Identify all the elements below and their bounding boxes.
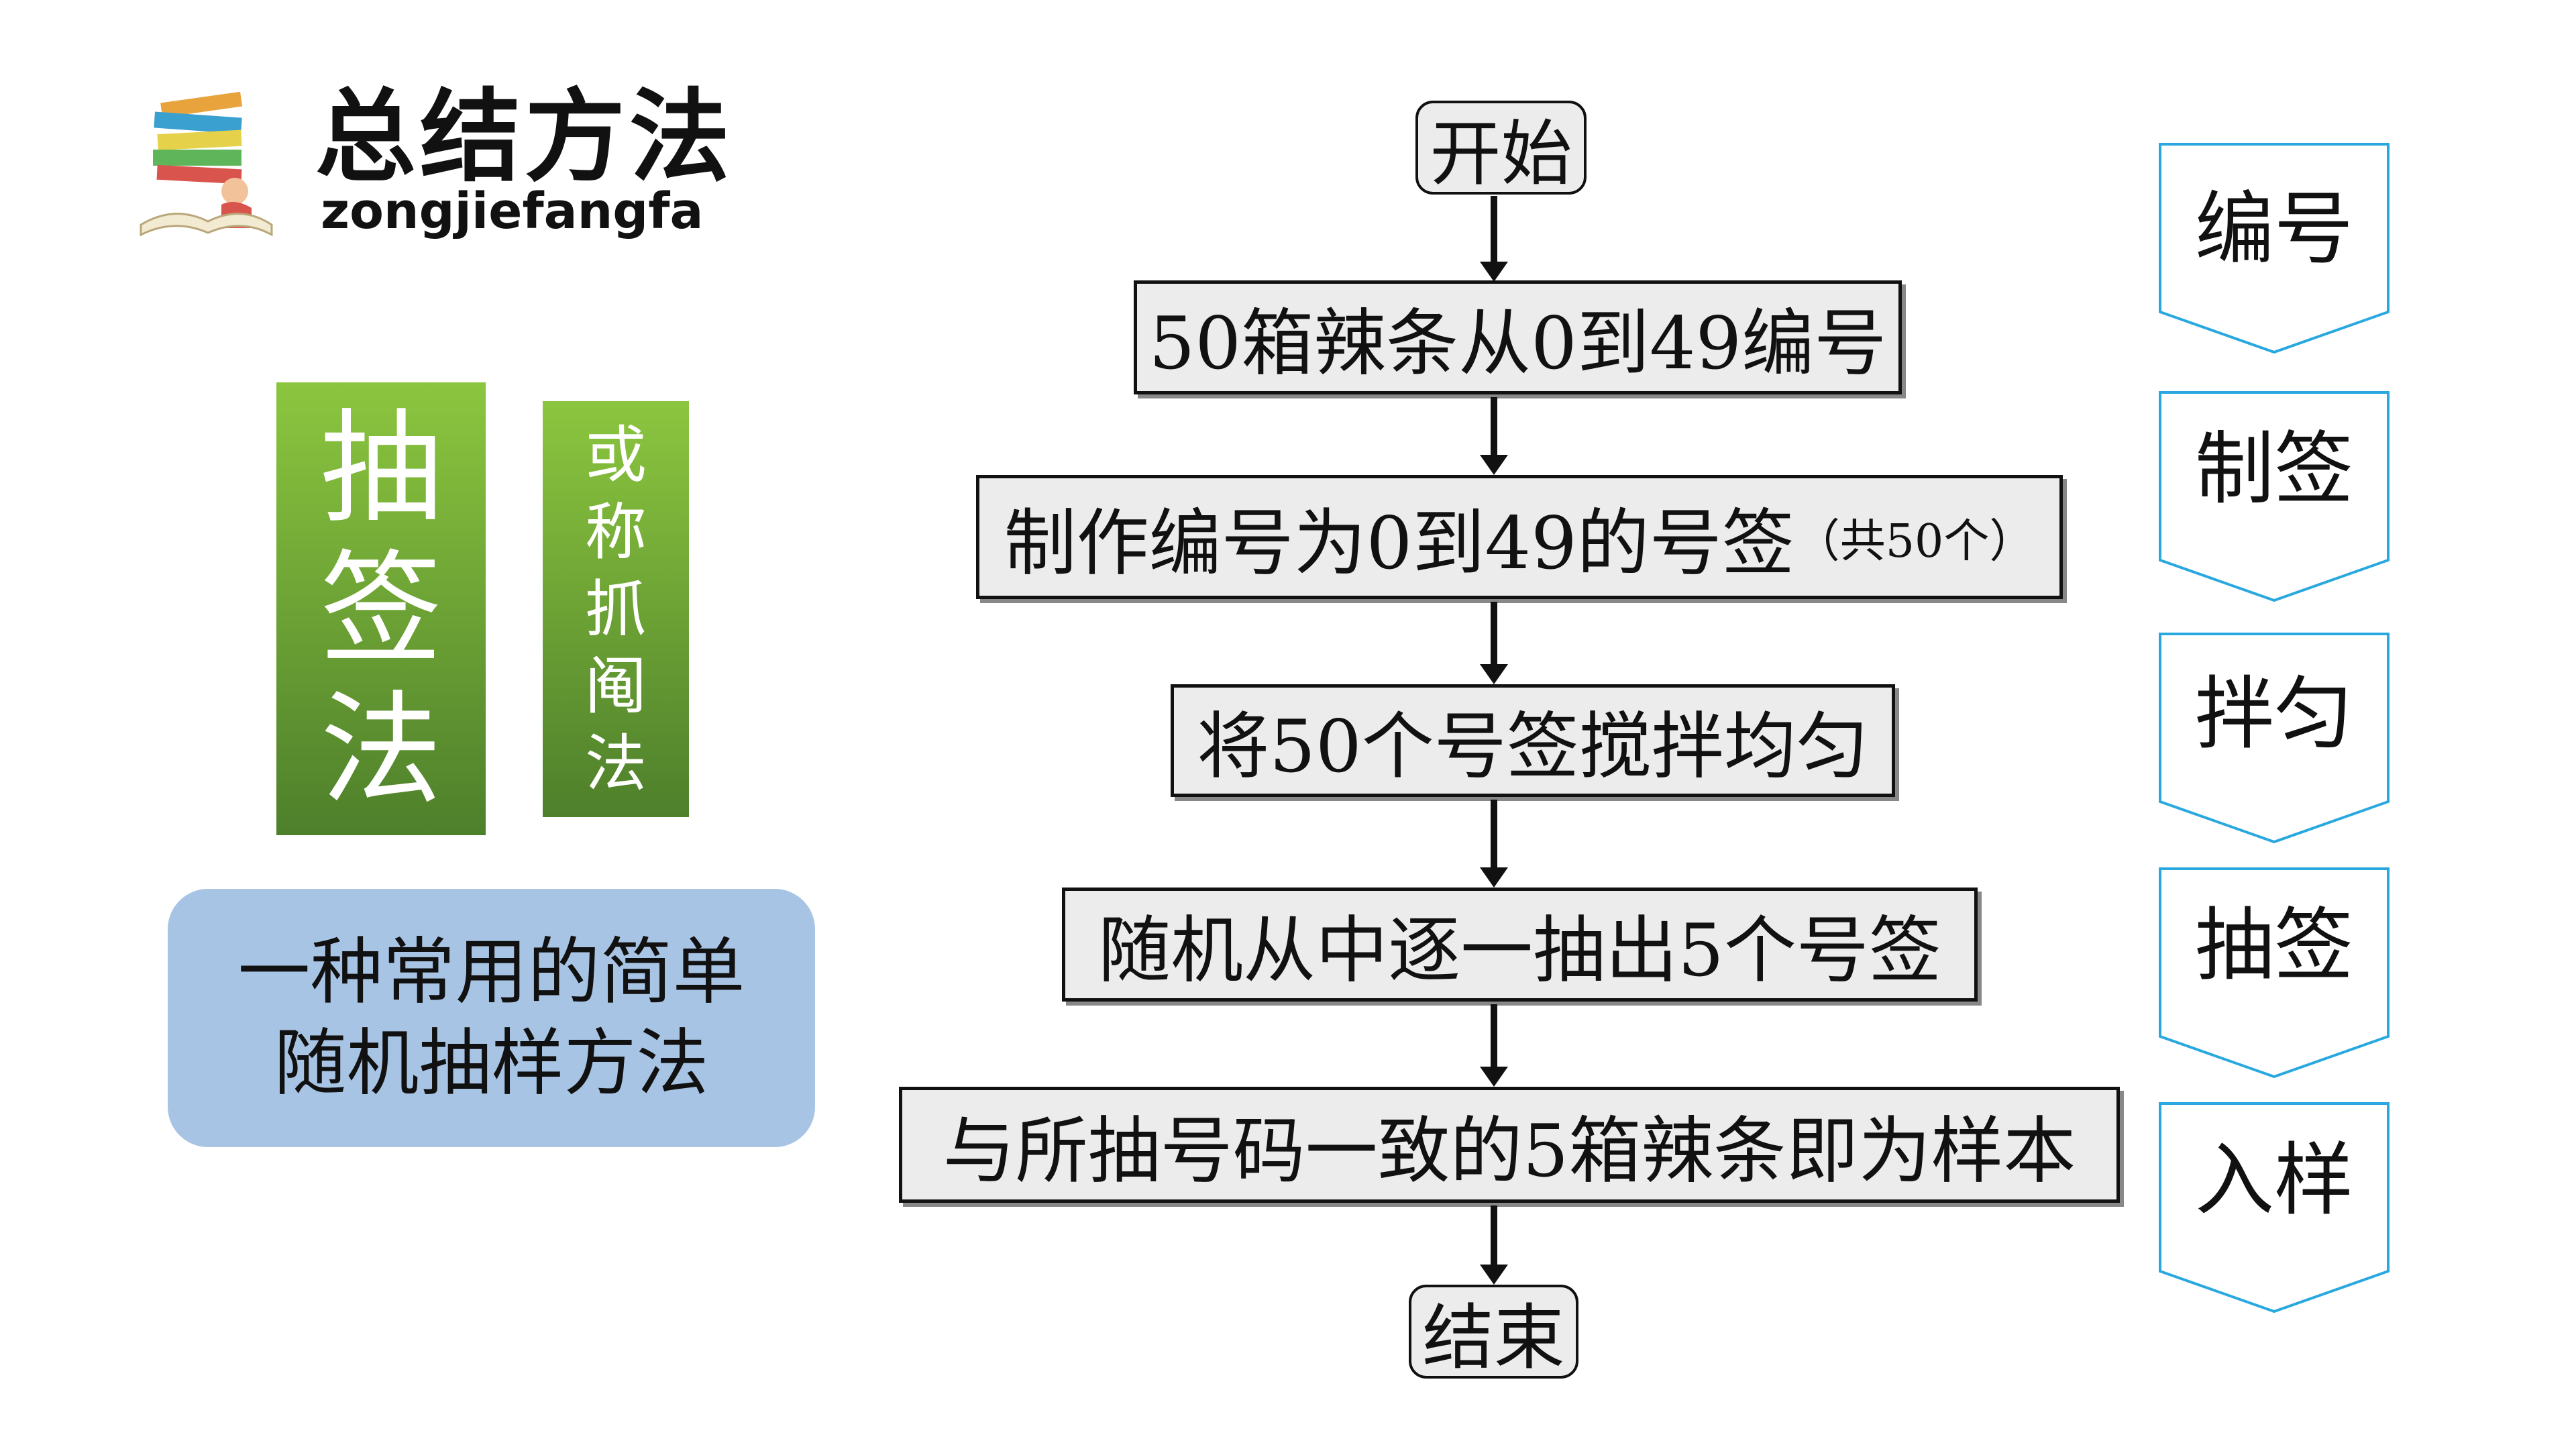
step-tag-3: 拌匀 bbox=[2194, 667, 2353, 760]
arrow-head bbox=[1480, 262, 1508, 282]
step-tag-shape bbox=[2159, 143, 2390, 354]
alt-name-char: 阄 bbox=[584, 650, 647, 722]
description-line: 随机抽样方法 bbox=[274, 1021, 709, 1106]
step-tag-shape bbox=[2159, 867, 2390, 1079]
page-title: 总结方法 bbox=[315, 79, 735, 196]
flow-arrow bbox=[1491, 196, 1497, 266]
step-tag-shape bbox=[2159, 633, 2390, 844]
books-reading-icon bbox=[140, 91, 273, 237]
arrow-head bbox=[1480, 1067, 1508, 1087]
method-name-char: 法 bbox=[320, 678, 442, 821]
arrow-head bbox=[1480, 455, 1508, 475]
flowchart-step-2-label: 制作编号为0到49的号签 bbox=[1004, 501, 1794, 586]
alt-name-block: 或 称 抓 阄 法 bbox=[543, 401, 689, 817]
flowchart-step-5: 与所抽号码一致的5箱辣条即为样本 bbox=[899, 1087, 2120, 1203]
flowchart-step-4-label: 随机从中逐一抽出5个号签 bbox=[1098, 909, 1941, 993]
step-tag-4: 抽签 bbox=[2194, 899, 2353, 991]
flowchart-end: 结束 bbox=[1409, 1285, 1578, 1379]
flow-arrow bbox=[1491, 1205, 1497, 1267]
flow-arrow bbox=[1491, 800, 1497, 869]
step-tag-2: 制签 bbox=[2194, 423, 2353, 515]
arrow-head bbox=[1480, 664, 1508, 684]
alt-name-char: 或 bbox=[584, 419, 647, 491]
method-name-char: 签 bbox=[320, 537, 442, 680]
flow-arrow bbox=[1491, 1004, 1497, 1069]
flowchart-start-label: 开始 bbox=[1430, 113, 1572, 195]
step-tag-5: 入样 bbox=[2194, 1134, 2353, 1226]
alt-name-char: 法 bbox=[584, 727, 647, 800]
step-tag-shape bbox=[2159, 1102, 2390, 1313]
method-name-block: 抽 签 法 bbox=[276, 382, 486, 835]
flowchart-start: 开始 bbox=[1415, 101, 1587, 195]
alt-name-char: 称 bbox=[584, 496, 647, 568]
flowchart-step-1-label: 50箱辣条从0到49编号 bbox=[1148, 302, 1887, 386]
flowchart-step-2-note: （共50个） bbox=[1794, 515, 2035, 568]
page-subtitle-pinyin: zongjiefangfa bbox=[321, 182, 704, 240]
step-tag-1: 编号 bbox=[2194, 182, 2353, 275]
alt-name-char: 抓 bbox=[584, 573, 647, 645]
flow-arrow bbox=[1491, 397, 1497, 458]
flowchart-end-label: 结束 bbox=[1422, 1297, 1565, 1379]
description-line: 一种常用的简单 bbox=[237, 930, 745, 1014]
arrow-head bbox=[1480, 867, 1508, 888]
flowchart-step-3-label: 将50个号签搅拌均匀 bbox=[1197, 705, 1869, 789]
flowchart-step-4: 随机从中逐一抽出5个号签 bbox=[1062, 888, 1978, 1002]
method-description: 一种常用的简单 随机抽样方法 bbox=[168, 889, 815, 1147]
flowchart-step-3: 将50个号签搅拌均匀 bbox=[1171, 684, 1895, 797]
step-tag-shape bbox=[2159, 391, 2390, 602]
method-name-char: 抽 bbox=[320, 396, 442, 539]
flowchart-step-2: 制作编号为0到49的号签（共50个） bbox=[976, 475, 2063, 599]
flowchart-step-1: 50箱辣条从0到49编号 bbox=[1134, 280, 1902, 394]
arrow-head bbox=[1480, 1265, 1508, 1285]
flow-arrow bbox=[1491, 602, 1497, 667]
flowchart-step-5-label: 与所抽号码一致的5箱辣条即为样本 bbox=[943, 1109, 2076, 1193]
